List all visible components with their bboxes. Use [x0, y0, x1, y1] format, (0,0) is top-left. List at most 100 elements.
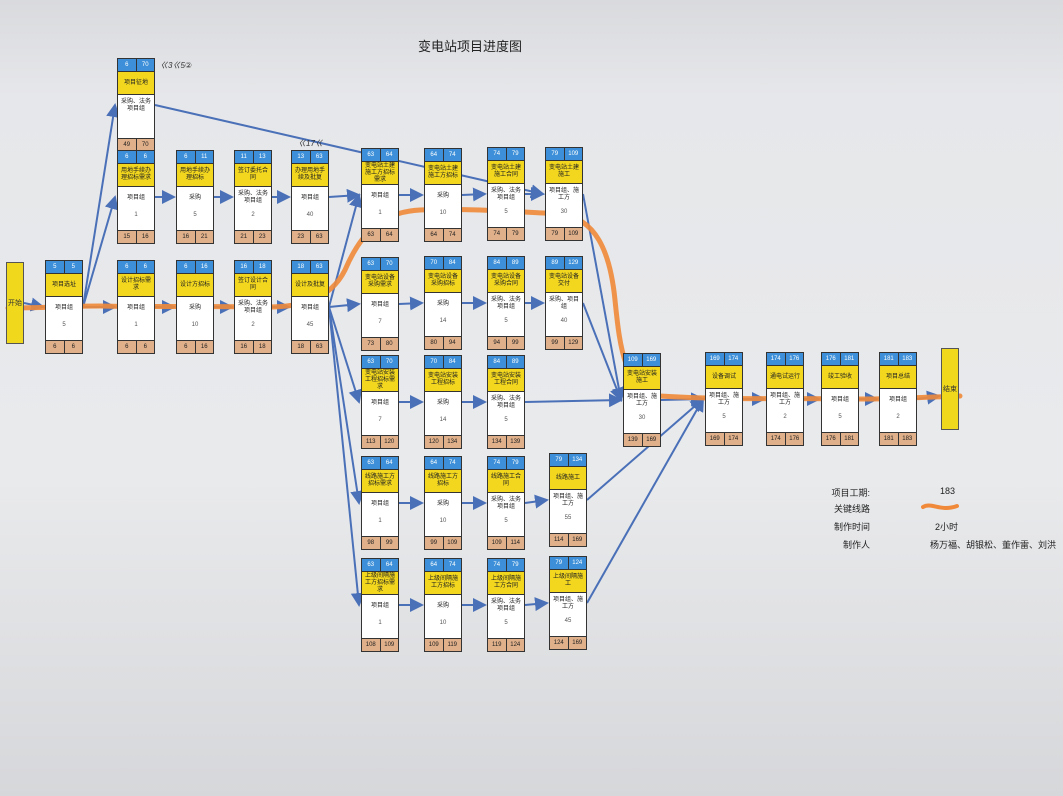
end-node: 结束: [941, 348, 959, 430]
activity-duration: 5: [62, 322, 66, 328]
activity-owner: 项目组: [54, 304, 73, 311]
late-start: 49: [118, 139, 137, 151]
early-finish: 109: [568, 151, 579, 157]
late-finish: 139: [510, 439, 521, 445]
late-finish: 99: [511, 340, 519, 346]
start-node: 开始: [6, 262, 24, 344]
early-finish: 11: [201, 154, 208, 160]
activity-owner: 项目组: [370, 500, 389, 507]
late-finish: 99: [385, 540, 393, 546]
late-start: 181: [880, 433, 899, 445]
activity-name: 线路施工方招标: [425, 470, 461, 493]
late-start: 23: [292, 231, 311, 243]
dependency-arrow: [82, 195, 119, 308]
early-start: 74: [488, 457, 507, 469]
dependency-arrow: [398, 296, 424, 311]
activity-owner: 采购、法务项目组: [490, 297, 521, 310]
dependency-arrow: [328, 306, 365, 505]
activity-name: 用地手续办理招标需求: [118, 164, 154, 187]
early-start: 64: [425, 149, 444, 161]
early-finish: 16: [200, 264, 208, 270]
late-finish: 21: [200, 234, 208, 240]
early-finish: 64: [385, 460, 393, 466]
early-start: 79: [550, 557, 569, 569]
activity-owner: 项目组: [126, 304, 145, 311]
legend: 项目工期: 183 关键线路 制作时间 2小时 制作人 杨万福、胡银松、董作雷、…: [800, 486, 1060, 556]
late-finish: 16: [200, 344, 208, 350]
early-start: 70: [425, 257, 444, 269]
activity-duration: 45: [306, 322, 314, 328]
activity-duration: 2: [783, 414, 787, 420]
late-start: 98: [362, 537, 381, 549]
activity-name: 签订委托合同: [235, 164, 271, 187]
late-finish: 114: [510, 540, 521, 546]
activity-name: 办理用地手续及批复: [292, 164, 328, 187]
critical-legend-swatch: [921, 503, 959, 510]
activity-name: 变电站安装工程招标需求: [362, 369, 398, 392]
early-finish: 74: [448, 562, 456, 568]
late-start: 18: [292, 341, 311, 353]
activity-name: 设计招标需求: [118, 274, 154, 297]
dependency-arrow: [328, 306, 363, 404]
late-start: 176: [822, 433, 841, 445]
activity-owner: 采购、法务项目组: [237, 191, 268, 204]
early-finish: 134: [572, 457, 583, 463]
handwritten-note-b: ㄍ17ㄍ: [298, 139, 323, 148]
late-start: 108: [362, 639, 381, 651]
late-finish: 64: [385, 232, 393, 238]
late-start: 113: [362, 436, 381, 448]
late-start: 15: [118, 231, 137, 243]
late-start: 114: [550, 534, 569, 546]
activity-duration: 1: [134, 322, 138, 328]
early-start: 63: [362, 457, 381, 469]
author-value: 杨万福、胡银松、董作雷、刘洪: [930, 540, 1057, 550]
early-start: 74: [488, 559, 507, 571]
activity-owner: 项目组: [830, 396, 849, 403]
dependency-arrow: [328, 306, 365, 607]
late-finish: 174: [728, 436, 739, 442]
activity-owner: 采购: [188, 194, 201, 201]
activity-name: 变电站土建施工方招标需求: [362, 162, 398, 185]
late-start: 109: [488, 537, 507, 549]
early-finish: 63: [315, 154, 323, 160]
activity-owner: 项目组: [370, 301, 389, 308]
late-finish: 6: [143, 344, 147, 350]
early-start: 174: [767, 353, 786, 365]
early-start: 6: [118, 261, 137, 273]
early-start: 6: [118, 59, 137, 71]
late-start: 174: [767, 433, 786, 445]
late-start: 16: [177, 231, 196, 243]
activity-name: 变电站安装施工: [624, 367, 660, 390]
activity-name: 变电站设备采购需求: [362, 271, 398, 294]
activity-owner: 采购: [436, 399, 449, 406]
early-finish: 79: [511, 151, 519, 157]
early-finish: 74: [448, 152, 456, 158]
activity-owner: 项目组: [370, 399, 389, 406]
activity-owner: 采购、法务项目组: [237, 301, 268, 314]
activity-owner: 项目组、施工方: [552, 597, 583, 610]
activity-duration: 5: [504, 318, 508, 324]
author-label: 制作人: [842, 540, 870, 550]
dependency-arrow: [586, 397, 705, 501]
activity-duration: 5: [504, 518, 508, 524]
early-start: 89: [546, 257, 565, 269]
activity-owner: 项目组: [300, 304, 319, 311]
activity-duration: 45: [564, 618, 572, 624]
early-finish: 6: [143, 264, 147, 270]
dependency-arrow: [328, 298, 361, 313]
late-start: 119: [488, 639, 507, 651]
activity-owner: 项目组: [370, 602, 389, 609]
activity-duration: 7: [378, 319, 382, 325]
